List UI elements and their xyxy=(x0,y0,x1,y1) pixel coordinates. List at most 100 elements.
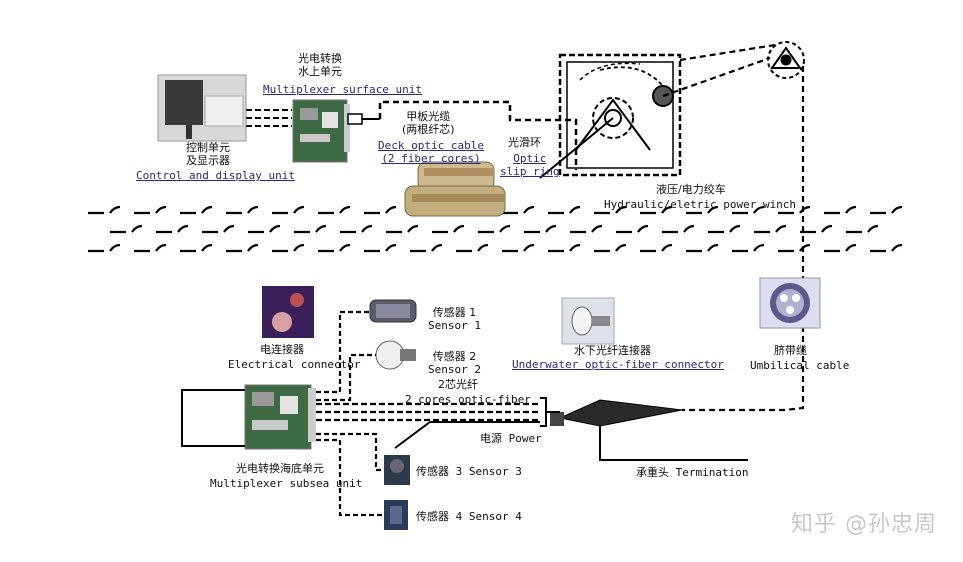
winch-label-en: Hydraulic/eletric power winch xyxy=(604,198,797,211)
wave-mark xyxy=(732,205,765,215)
wave-mark xyxy=(778,205,811,215)
deck-cable-label-cn: 甲板光缆 xyxy=(406,110,451,123)
umbilical-label-en: Umbilical cable xyxy=(750,359,850,372)
wave-mark xyxy=(732,243,765,253)
deck-cable-label-en: Deck optic cable xyxy=(378,139,484,152)
wave-mark xyxy=(524,224,557,234)
deck-cable-label-cn2: (两根纤芯) xyxy=(402,123,455,136)
sensor-4-image xyxy=(384,500,408,530)
umbilical-cable-image xyxy=(759,277,821,329)
sensor-links xyxy=(316,310,384,517)
wave-mark xyxy=(548,243,581,253)
elec-conn-label-en: Electrical connector xyxy=(228,358,361,371)
wave-mark xyxy=(272,205,305,215)
underwater-connector-image xyxy=(561,297,615,345)
control-label-cn2: 及显示器 xyxy=(186,154,230,167)
wave-mark xyxy=(202,224,235,234)
subsea-unit-label-cn: 光电转换海底单元 xyxy=(236,462,324,475)
optic-slip-ring-image xyxy=(404,161,506,217)
multiplexer-surface-board xyxy=(292,99,350,163)
power-line xyxy=(394,421,540,449)
wave-mark xyxy=(708,224,741,234)
deck-cable-label-en2: (2 fiber cores) xyxy=(381,152,481,165)
subsea-unit-label-en: Multiplexer subsea unit xyxy=(210,477,363,490)
control-label-cn: 控制单元 xyxy=(186,141,230,154)
water-surface xyxy=(88,205,903,253)
control-display-unit xyxy=(157,74,247,142)
wave-mark xyxy=(432,224,465,234)
winch xyxy=(539,53,682,179)
wave-mark xyxy=(318,205,351,215)
wave-mark xyxy=(88,243,121,253)
wave-mark xyxy=(846,224,879,234)
multiplexer-subsea-board xyxy=(244,384,316,450)
sensor2-label-en: Sensor 2 xyxy=(428,363,481,376)
wave-mark xyxy=(754,224,787,234)
control-label-en: Control and display unit xyxy=(136,169,295,182)
slip-ring-label-cn: 光滑环 xyxy=(508,136,541,149)
elec-conn-label-cn: 电连接器 xyxy=(260,343,304,356)
wave-mark xyxy=(410,243,443,253)
uw-conn-label-en: Underwater optic-fiber connector xyxy=(512,358,724,371)
wave-mark xyxy=(594,205,627,215)
wave-mark xyxy=(640,243,673,253)
control-surface-link xyxy=(246,109,292,127)
wave-mark xyxy=(248,224,281,234)
umbilical-label-cn: 脐带缆 xyxy=(774,344,807,357)
wave-mark xyxy=(778,243,811,253)
sensor4-label: 传感器 4 Sensor 4 xyxy=(416,510,522,523)
wave-mark xyxy=(180,243,213,253)
termination xyxy=(550,399,748,461)
wave-mark xyxy=(386,224,419,234)
wave-mark xyxy=(502,205,535,215)
wave-mark xyxy=(294,224,327,234)
fiber-label-cn: 2芯光纤 xyxy=(438,378,478,391)
wave-mark xyxy=(616,224,649,234)
wave-mark xyxy=(156,224,189,234)
sheave xyxy=(767,41,805,79)
surface-unit-label-en: Multiplexer surface unit xyxy=(263,83,422,96)
wave-mark xyxy=(340,224,373,234)
sensor1-label-cn: 传感器 1 xyxy=(432,306,477,319)
wave-mark xyxy=(272,243,305,253)
sensor-2-image xyxy=(375,340,416,370)
uw-conn-label-cn: 水下光纤连接器 xyxy=(574,344,651,357)
wave-mark xyxy=(686,205,719,215)
optic-fiber-lines xyxy=(316,402,540,422)
electrical-connector-image xyxy=(262,286,314,338)
wave-mark xyxy=(640,205,673,215)
slip-ring-label-en: Optic xyxy=(513,152,547,165)
wave-mark xyxy=(800,224,833,234)
wave-mark xyxy=(364,243,397,253)
wave-mark xyxy=(824,243,857,253)
wave-mark xyxy=(502,243,535,253)
connector-bracket xyxy=(540,397,560,427)
wave-mark xyxy=(686,243,719,253)
surface-unit-label-cn: 光电转换 xyxy=(298,52,342,65)
wave-mark xyxy=(134,205,167,215)
slip-ring-label-en2: slip ring xyxy=(500,165,560,178)
wave-mark xyxy=(456,243,489,253)
wave-mark xyxy=(662,224,695,234)
wave-mark xyxy=(226,205,259,215)
wave-mark xyxy=(594,243,627,253)
termination-label: 承重头 Termination xyxy=(636,466,749,479)
wave-mark xyxy=(824,205,857,215)
watermark: 知乎 @孙忠周 xyxy=(791,512,937,537)
wave-mark xyxy=(478,224,511,234)
deck-optic-cable xyxy=(378,100,578,170)
wave-mark xyxy=(364,205,397,215)
wave-mark xyxy=(870,205,903,215)
fiber-label-en: 2 cores optic-fiber xyxy=(405,393,531,406)
umbilical-cable-line xyxy=(662,43,805,412)
sensor-1-image xyxy=(369,299,417,323)
subsea-bracket xyxy=(181,389,245,447)
wave-mark xyxy=(318,243,351,253)
winch-label-cn: 液压/电力绞车 xyxy=(656,183,726,196)
sensor2-label-cn: 传感器 2 xyxy=(432,350,477,363)
wave-mark xyxy=(88,205,121,215)
wave-mark xyxy=(226,243,259,253)
wave-mark xyxy=(548,205,581,215)
sensor3-label: 传感器 3 Sensor 3 xyxy=(416,465,522,478)
